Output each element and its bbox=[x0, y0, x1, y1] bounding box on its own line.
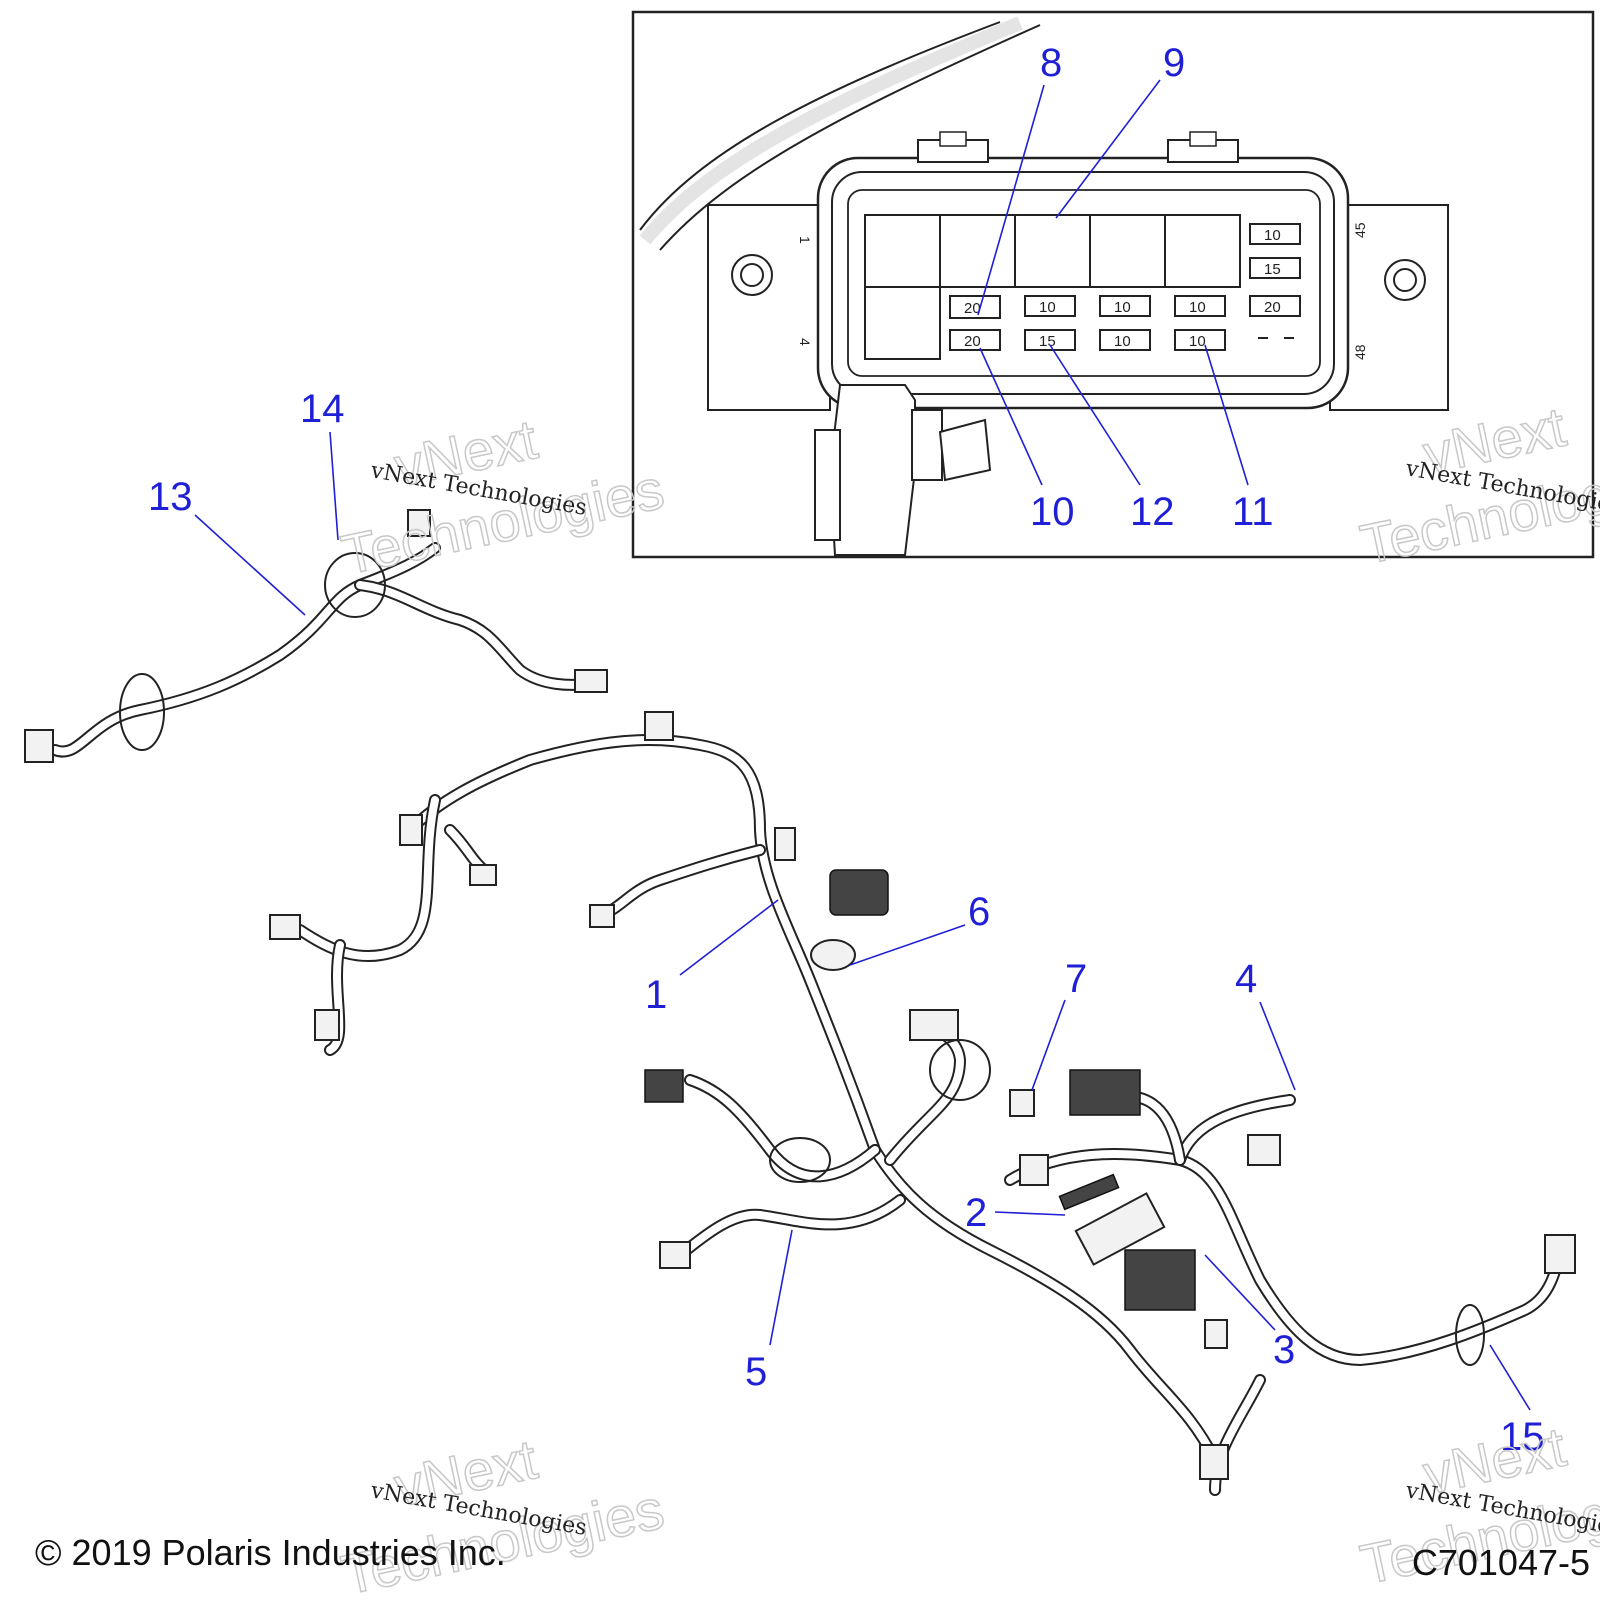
callout-14: 14 bbox=[300, 387, 345, 431]
fuse-r3c0: 20 bbox=[964, 300, 981, 317]
connector-lower-left bbox=[659, 1241, 691, 1269]
connector-mid bbox=[774, 827, 796, 861]
connector-small bbox=[589, 904, 615, 928]
harness-13-plug bbox=[574, 669, 608, 693]
fuse-grid: 10 15 20 10 10 10 20 20 15 10 10 bbox=[949, 223, 1301, 351]
connector-15 bbox=[1544, 1234, 1576, 1274]
harness-13-assembly: 13 14 bbox=[24, 387, 608, 763]
callout-4: 4 bbox=[1235, 957, 1257, 1001]
callout-7: 7 bbox=[1065, 957, 1087, 1001]
callout-9: 9 bbox=[1163, 41, 1185, 85]
connector-multi-6 bbox=[829, 869, 889, 916]
fuse-r3c3: 10 bbox=[1189, 299, 1206, 316]
pin-label-1: 1 bbox=[797, 236, 813, 244]
callout-6: 6 bbox=[968, 890, 990, 934]
connector-left-b bbox=[314, 1009, 340, 1041]
callout-3: 3 bbox=[1273, 1328, 1295, 1372]
grommet-6 bbox=[810, 939, 856, 971]
callout-15: 15 bbox=[1500, 1415, 1545, 1459]
connector-left-lower bbox=[644, 1069, 684, 1103]
callout-5: 5 bbox=[745, 1350, 767, 1394]
callout-1: 1 bbox=[645, 973, 667, 1017]
left-mounting-flange bbox=[707, 204, 831, 411]
callout-8: 8 bbox=[1040, 41, 1062, 85]
connector-bottom-b bbox=[1204, 1319, 1228, 1349]
callout-12: 12 bbox=[1130, 490, 1175, 534]
connector-left-a bbox=[269, 914, 301, 940]
fuse-r4c2: 10 bbox=[1114, 333, 1131, 350]
fuse-r4c1: 15 bbox=[1039, 333, 1056, 350]
fuse-r4c0: 20 bbox=[964, 333, 981, 350]
connector-left-c bbox=[399, 814, 423, 846]
fuse-r2c1: 15 bbox=[1264, 261, 1281, 278]
callout-13: 13 bbox=[148, 475, 193, 519]
watermarks: vNext Technologies vNext Technologies vN… bbox=[335, 394, 1600, 1600]
ecm-2 bbox=[1074, 1192, 1166, 1266]
connector-cluster bbox=[1069, 1069, 1141, 1116]
inset-connector bbox=[828, 384, 916, 556]
callout-11: 11 bbox=[1232, 490, 1274, 534]
connector-left-d bbox=[469, 864, 497, 886]
connector-top bbox=[644, 711, 674, 741]
connector-4 bbox=[1247, 1134, 1281, 1166]
fuse-r3c1: 10 bbox=[1039, 299, 1056, 316]
connector-round bbox=[1019, 1154, 1049, 1186]
connector-dual bbox=[909, 1009, 959, 1041]
connector-bottom bbox=[1199, 1444, 1229, 1480]
pin-label-45: 45 bbox=[1352, 222, 1368, 238]
label-plate-2 bbox=[1058, 1173, 1120, 1211]
connector-7 bbox=[1009, 1089, 1035, 1117]
relay-row bbox=[864, 214, 1241, 360]
pin-label-48: 48 bbox=[1352, 344, 1368, 360]
main-harness-assembly: 1 6 7 4 2 3 5 15 bbox=[269, 711, 1576, 1496]
fuse-r1c1: 10 bbox=[1264, 227, 1281, 244]
fuse-r3c2: 10 bbox=[1114, 299, 1131, 316]
fuse-r3c4: 20 bbox=[1264, 299, 1281, 316]
harness-14-connector bbox=[407, 509, 431, 537]
fuse-r4c3: 10 bbox=[1189, 333, 1206, 350]
harness-13-end-connector bbox=[24, 729, 54, 763]
callout-2: 2 bbox=[965, 1191, 987, 1235]
callout-10: 10 bbox=[1030, 490, 1075, 534]
pin-label-4: 4 bbox=[797, 338, 813, 346]
copyright-text: © 2019 Polaris Industries Inc. bbox=[35, 1532, 506, 1573]
relay-module-3 bbox=[1124, 1249, 1196, 1311]
diagram-code: C701047-5 bbox=[1412, 1542, 1590, 1583]
fuse-box-inset: 10 15 20 10 10 10 20 20 15 10 10 1 4 bbox=[631, 10, 1595, 559]
